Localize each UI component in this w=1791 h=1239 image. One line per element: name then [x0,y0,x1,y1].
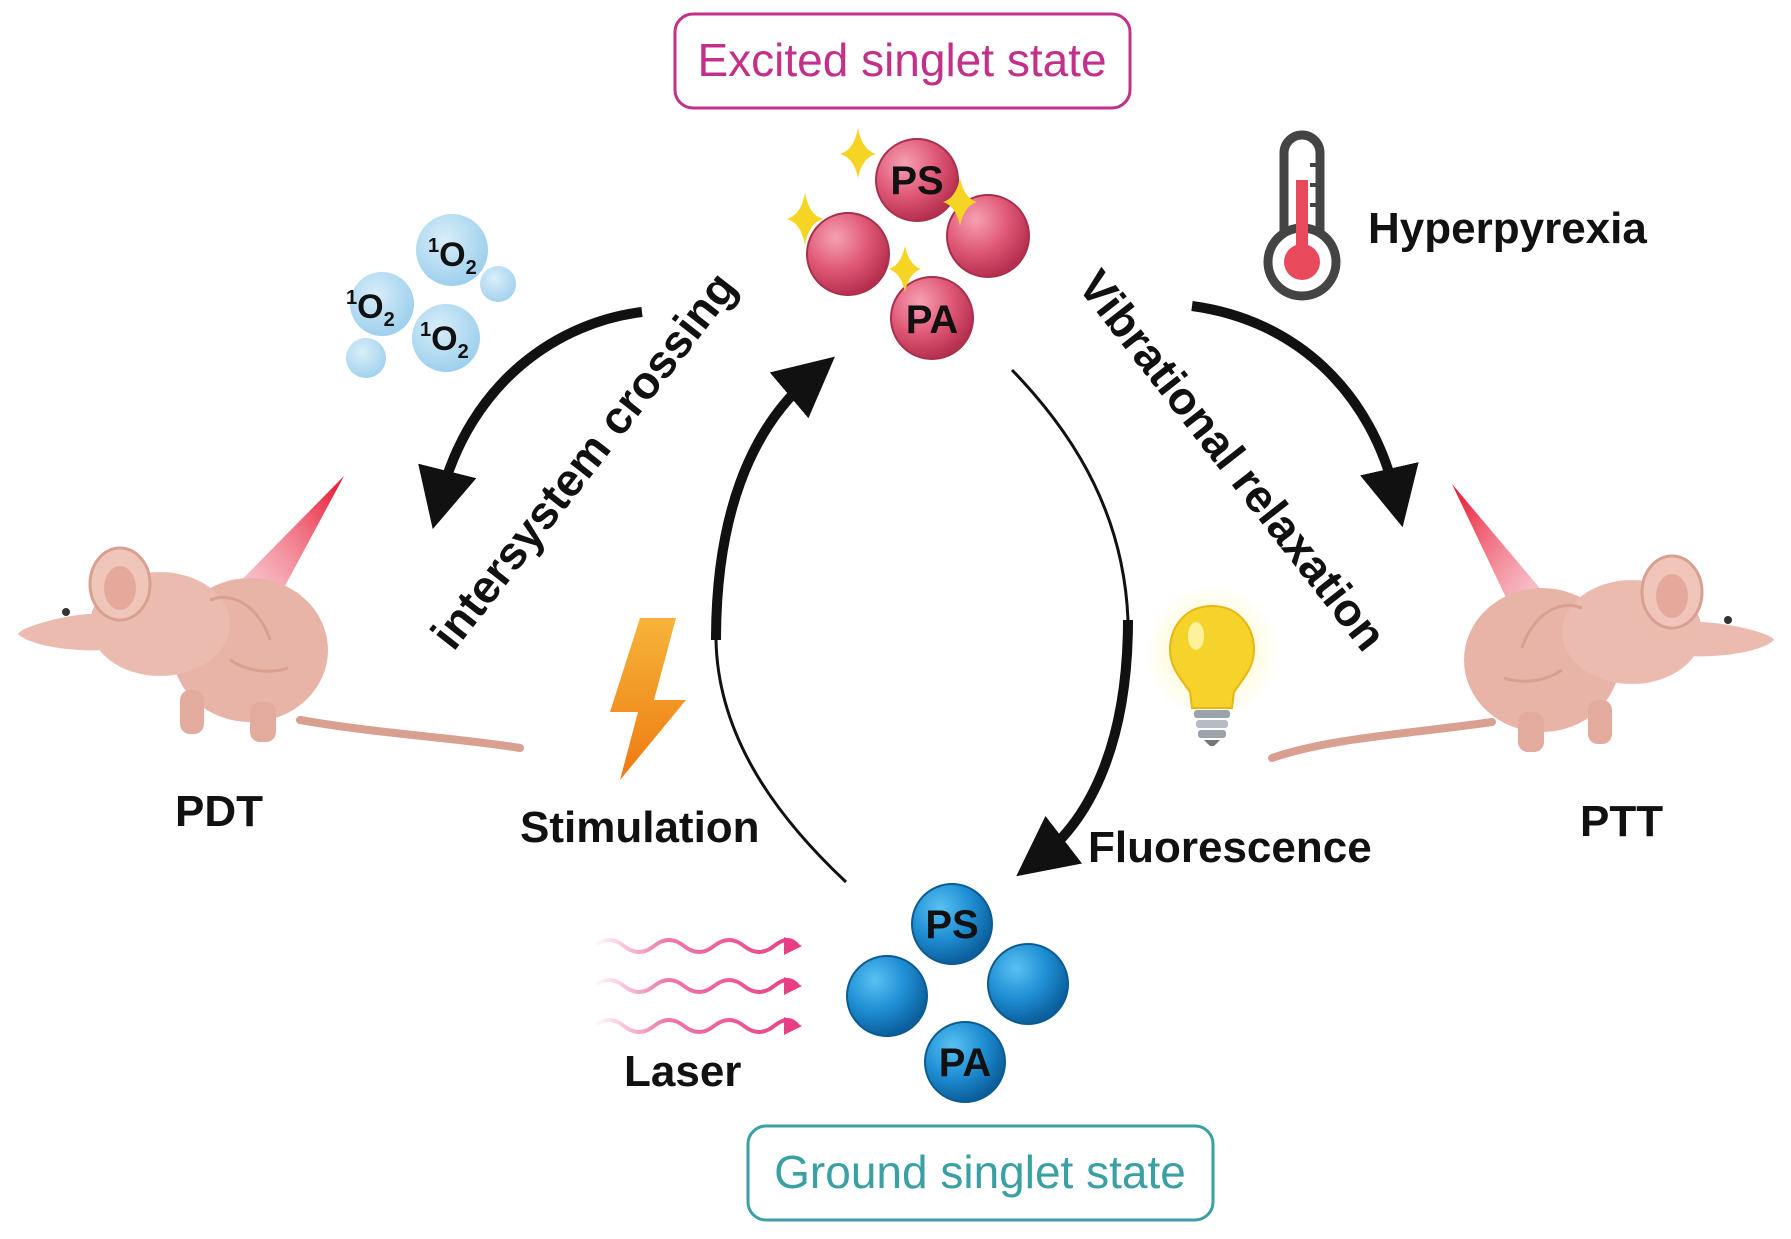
oxygen-bubble [350,272,414,336]
lightning-bolt-icon [610,618,686,780]
ground-sphere-ps [911,883,993,965]
oxygen-label-1: 1O2 [428,235,477,279]
ground-molecules: PS PA [846,883,1069,1103]
stimulation-label: Stimulation [520,803,760,852]
mouse-pdt-illustration [18,476,524,752]
oxygen-bubble [416,214,488,286]
sparkle-icon [943,178,977,226]
excited-sphere-pa [890,276,974,360]
mouse-ptt-illustration [1268,484,1774,762]
ground-sphere-pa [924,1021,1006,1103]
ground-state-label: Ground singlet state [774,1146,1186,1198]
laser-waves-icon [592,938,800,1034]
oxygen-bubble [412,304,480,372]
excited-sphere-left [806,212,890,296]
oxygen-bubble [346,338,386,378]
light-bulb-icon [1144,584,1280,746]
oxygen-bubble [480,266,516,302]
ground-pa-label: PA [939,1041,992,1085]
ground-ps-label: PS [925,903,978,947]
intersystem-crossing-arrow [418,307,643,530]
singlet-oxygen-cluster: 1O2 1O2 1O2 [346,214,516,378]
excited-molecules: PS PA [787,128,1030,360]
excited-ps-label: PS [890,159,943,203]
excited-state-label: Excited singlet state [697,34,1106,86]
ground-sphere-left [846,955,928,1037]
fluorescence-label: Fluorescence [1088,823,1372,872]
stimulation-arrow-tail [714,639,848,884]
ground-state-box: Ground singlet state [746,1124,1215,1222]
thermometer-icon [1263,130,1341,301]
vibrational-relaxation-arrow [1191,301,1419,528]
oxygen-label-2: 1O2 [346,287,395,331]
oxygen-label-3: 1O2 [420,319,469,363]
sparkle-icon [889,246,921,292]
fluorescence-arrow [1016,619,1133,877]
stimulation-arrow [711,356,835,641]
ptt-label: PTT [1580,797,1663,846]
sparkle-icon [787,193,823,245]
excited-state-box: Excited singlet state [673,12,1132,110]
excited-pa-label: PA [906,298,959,342]
sparkle-icon [840,128,876,178]
laser-arrowheads [784,937,802,1035]
laser-label: Laser [624,1047,741,1096]
ground-sphere-right [987,943,1069,1025]
hyperpyrexia-label: Hyperpyrexia [1368,204,1647,253]
excited-sphere-ps [875,138,959,222]
excited-sphere-right [946,194,1030,278]
pdt-label: PDT [175,787,263,836]
fluorescence-arrow-tail [1010,368,1130,621]
